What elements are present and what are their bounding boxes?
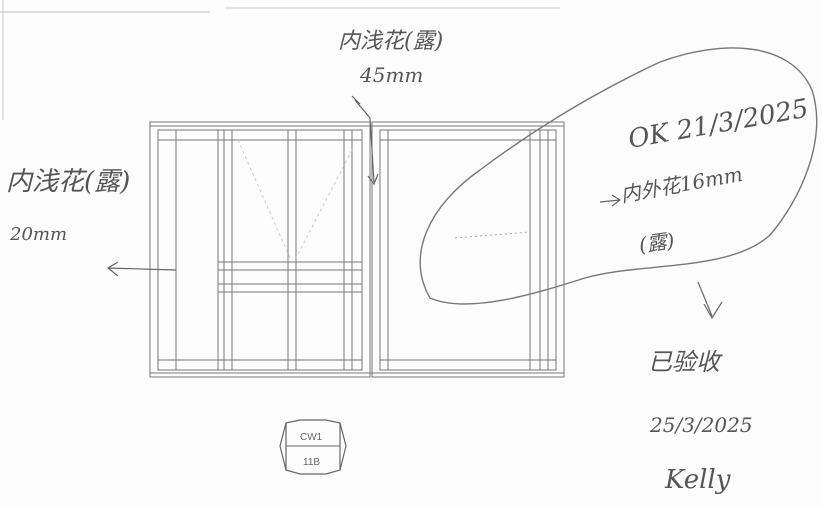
top-label: 内浅花(露) <box>338 29 443 54</box>
tag-top: CW1 <box>300 432 323 443</box>
left-frame-inner <box>157 129 363 371</box>
approval-cloud <box>419 47 818 305</box>
right-frame-outer <box>371 121 565 378</box>
inner-dimension-arrow <box>599 194 622 207</box>
signature: Kelly <box>664 465 731 495</box>
received-date: 25/3/2025 <box>649 413 753 437</box>
window-elevation <box>149 121 565 378</box>
left-frame-outer <box>149 121 371 378</box>
approval-ok: OK 21/3/2025 <box>626 94 811 155</box>
top-dimension: 45mm <box>359 63 423 87</box>
left-dimension-arrow <box>106 261 177 277</box>
received-note: 已验收 <box>648 348 723 376</box>
left-dimension: 20mm <box>9 224 67 245</box>
inner-sublabel: (露) <box>637 228 676 257</box>
right-frame-inner <box>379 129 557 371</box>
top-dimension-arrow <box>351 95 379 186</box>
tag-bottom: 11B <box>303 457 320 468</box>
inner-label: 内外花16mm <box>619 162 745 207</box>
left-label: 内浅花(露) <box>6 167 130 197</box>
window-tag: CW1 11B <box>279 419 347 475</box>
cloud-down-arrow <box>697 281 723 320</box>
